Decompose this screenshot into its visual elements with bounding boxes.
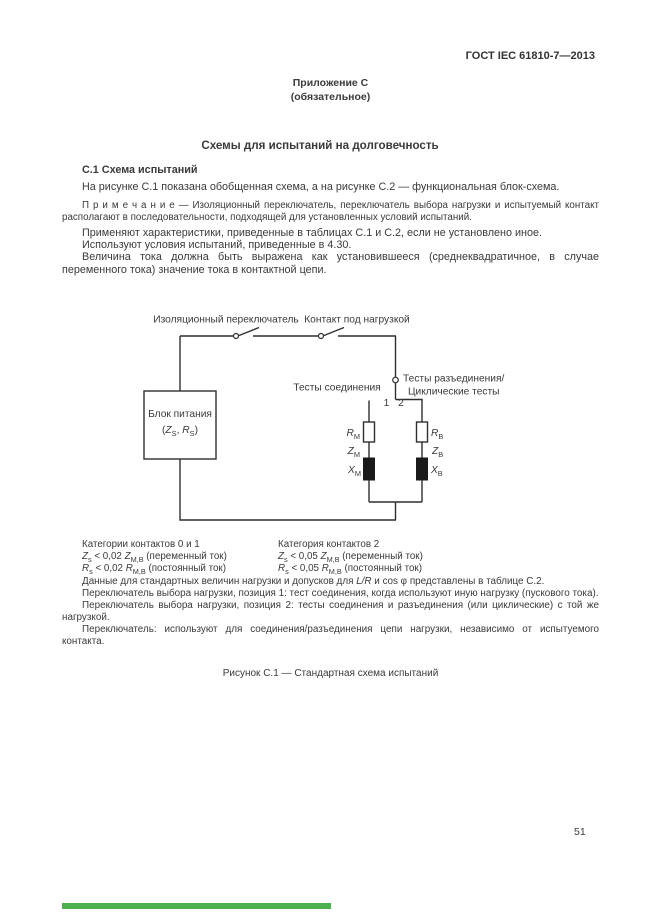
category-title: Категории контактов 0 и 1 [82,539,200,550]
standard-number: ГОСТ IEC 61810-7—2013 [465,50,595,62]
note-switch: Переключатель: используют для соединения… [62,624,599,647]
paragraph-text: На рисунке С.1 показана обобщенная схема… [82,181,560,193]
disconnect-tests-label-line2: Циклические тесты [408,387,499,398]
impedance-formula: Zs < 0,02 ZМ,В (переменный ток) [82,551,227,564]
note-position-1: Переключатель выбора нагрузки, позиция 1… [82,588,599,599]
figure-caption: Рисунок С.1 — Стандартная схема испытани… [222,668,439,679]
section-heading: С.1 Схема испытаний [82,164,198,176]
resistor-rm [362,421,376,443]
resistance-formula: Rs < 0,05 RМ,В (постоянный ток) [278,563,422,576]
page-number: 51 [574,826,586,838]
resistance-formula: Rs < 0,02 RМ,В (постоянный ток) [82,563,226,576]
impedance-formula: Zs < 0,05 ZМ,В (переменный ток) [278,551,423,564]
load-branch-1: RМ ZМ XМ [346,421,376,502]
xm-label: XМ [347,465,361,478]
connect-tests-label: Тесты соединения [293,383,380,394]
zm-label: ZМ [347,446,360,459]
disconnect-tests-label-line1: Тесты разъединения/ [403,374,504,385]
category-title: Категория контактов 2 [278,539,380,550]
selector-position-1-label: 1 [384,398,390,409]
switch-blade [238,326,260,337]
isolation-switch-label: Изоляционный переключатель [153,315,298,326]
selector-to-branch2-wire [395,398,423,422]
load-branch-2: RВ ZВ XВ [415,421,443,502]
power-supply-label: Блок питания [148,409,212,420]
category-column-0-1: Категории контактов 0 и 1 Zs < 0,02 ZМ,В… [82,539,227,575]
note-lr: Данные для стандартных величин нагрузки … [82,576,545,587]
reactance-xb [416,457,428,481]
resistor-rb [415,421,429,443]
reactance-xm [363,457,375,481]
rb-label: RВ [431,428,443,441]
disconnect-test-node [392,376,399,384]
power-supply-box: Блок питания (ZS, RS) [143,390,217,460]
appendix-heading: Приложение С (обязательное) [62,76,599,104]
category-column-2: Категория контактов 2 Zs < 0,05 ZМ,В (пе… [278,539,423,575]
paragraph-1: На рисунке С.1 показана обобщенная схема… [62,181,599,193]
power-supply-impedance-label: (ZS, RS) [162,425,198,438]
paragraph-block: Применяют характеристики, приведенные в … [62,227,599,276]
return-wire [179,459,422,521]
paragraph-text: Применяют характеристики, приведенные в … [82,227,542,239]
contact-under-load-label: Контакт под нагрузкой [304,315,410,326]
switch-pivot [317,332,325,340]
appendix-subtitle: (обязательное) [290,91,371,103]
document-title: Схемы для испытаний на долговечность [201,139,439,152]
note-position-2: Переключатель выбора нагрузки, позиция 2… [62,600,599,623]
note-paragraph: П р и м е ч а н и е — Изоляционный перек… [62,200,599,223]
figure-notes: Данные для стандартных величин нагрузки … [62,576,599,648]
appendix-title: Приложение С [292,77,369,89]
xb-label: XВ [430,465,443,478]
top-wire-with-switches [180,326,396,340]
zb-label: ZВ [431,446,443,459]
paragraph-text: Величина тока должна быть выражена как у… [62,251,599,276]
note-text: П р и м е ч а н и е — Изоляционный перек… [62,200,599,223]
bottom-green-bar [62,903,331,909]
switch-pivot [232,332,240,340]
switch-blade [323,326,345,337]
rm-label: RМ [346,428,360,441]
test-circuit-diagram: Изоляционный переключатель Контакт под н… [143,315,504,521]
selector-position-2-label: 2 [398,398,404,409]
paragraph-text: Используют условия испытаний, приведенны… [82,239,352,252]
